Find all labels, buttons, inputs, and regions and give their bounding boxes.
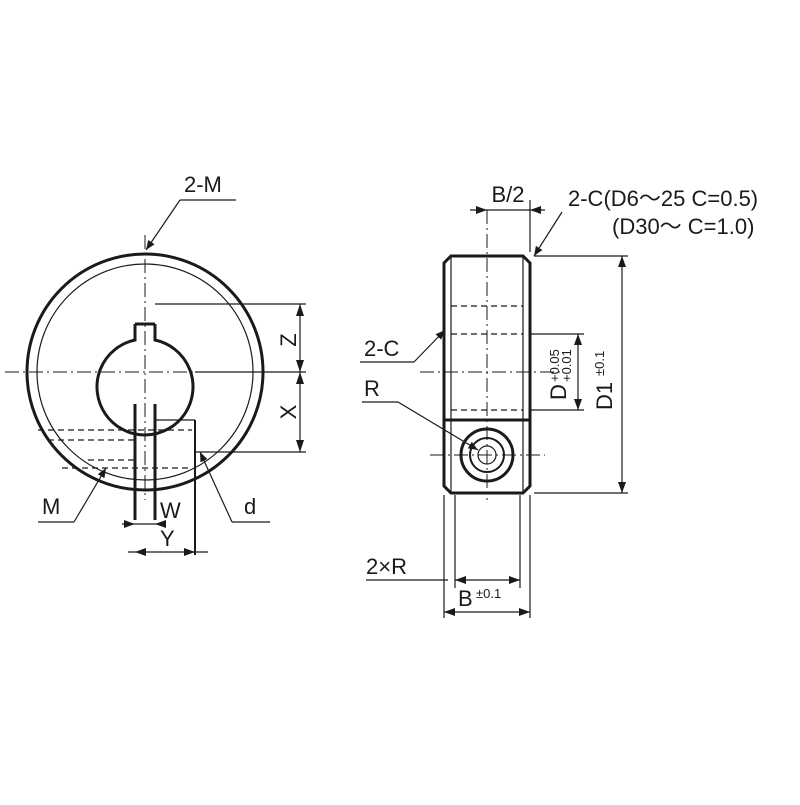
d1-arrow-bottom <box>618 482 626 493</box>
d-leader-line <box>199 451 233 523</box>
two-x-r-arrow-left <box>455 576 466 584</box>
m-leader-line <box>73 467 107 523</box>
w-arrow-right <box>155 520 166 528</box>
d-tolerance-lower: +0.01 <box>559 349 574 382</box>
b-arrow-right <box>519 608 530 616</box>
b-tolerance: ±0.1 <box>476 586 501 601</box>
b-arrow-left <box>444 608 455 616</box>
d-label: D <box>546 384 571 400</box>
m-label: M <box>42 494 60 519</box>
front-view: Z X 2-M M d W Y <box>5 172 306 556</box>
w-arrow-left <box>124 520 135 528</box>
x-label: X <box>276 404 301 419</box>
d1-label: D1 <box>592 382 617 410</box>
b-label: B <box>458 586 473 611</box>
chamfer-note-line-2: (D30～ C=1.0) <box>612 214 754 239</box>
y-arrow-left <box>135 548 146 556</box>
bore-outline <box>95 324 195 437</box>
b-half-label: B/2 <box>491 182 524 207</box>
two-c-leader-line <box>413 329 446 363</box>
d1-arrow-top <box>618 256 626 267</box>
two-x-r-arrow-right <box>509 576 520 584</box>
x-arrow-top <box>296 372 304 384</box>
chamfer-note-leader <box>533 211 563 257</box>
z-label: Z <box>276 333 301 346</box>
z-arrow-top <box>296 304 304 316</box>
z-arrow-bottom <box>296 360 304 372</box>
d-label: d <box>244 494 256 519</box>
x-arrow-bottom <box>296 440 304 452</box>
two-m-label: 2-M <box>184 172 222 197</box>
y-label: Y <box>160 526 175 551</box>
two-m-leader-line <box>145 199 181 251</box>
d-tolerance-upper: +0.05 <box>547 349 562 382</box>
chamfer-note-line-1: 2-C(D6～25 C=0.5) <box>568 186 758 211</box>
r-leader-line <box>397 401 479 451</box>
two-c-label: 2-C <box>364 336 400 361</box>
two-x-r-label: 2×R <box>366 554 407 579</box>
d-arrow-top <box>574 334 582 345</box>
side-view: B/2 2-C(D6～25 C=0.5) (D30～ C=1.0) 2-C R … <box>360 182 758 618</box>
d1-tolerance: ±0.1 <box>592 351 607 376</box>
b-half-arrow-left <box>476 206 487 214</box>
y-arrow-right <box>184 548 195 556</box>
w-label: W <box>160 498 181 523</box>
d-arrow-bottom <box>574 399 582 410</box>
b-half-arrow-right <box>530 206 541 214</box>
r-label: R <box>364 376 380 401</box>
